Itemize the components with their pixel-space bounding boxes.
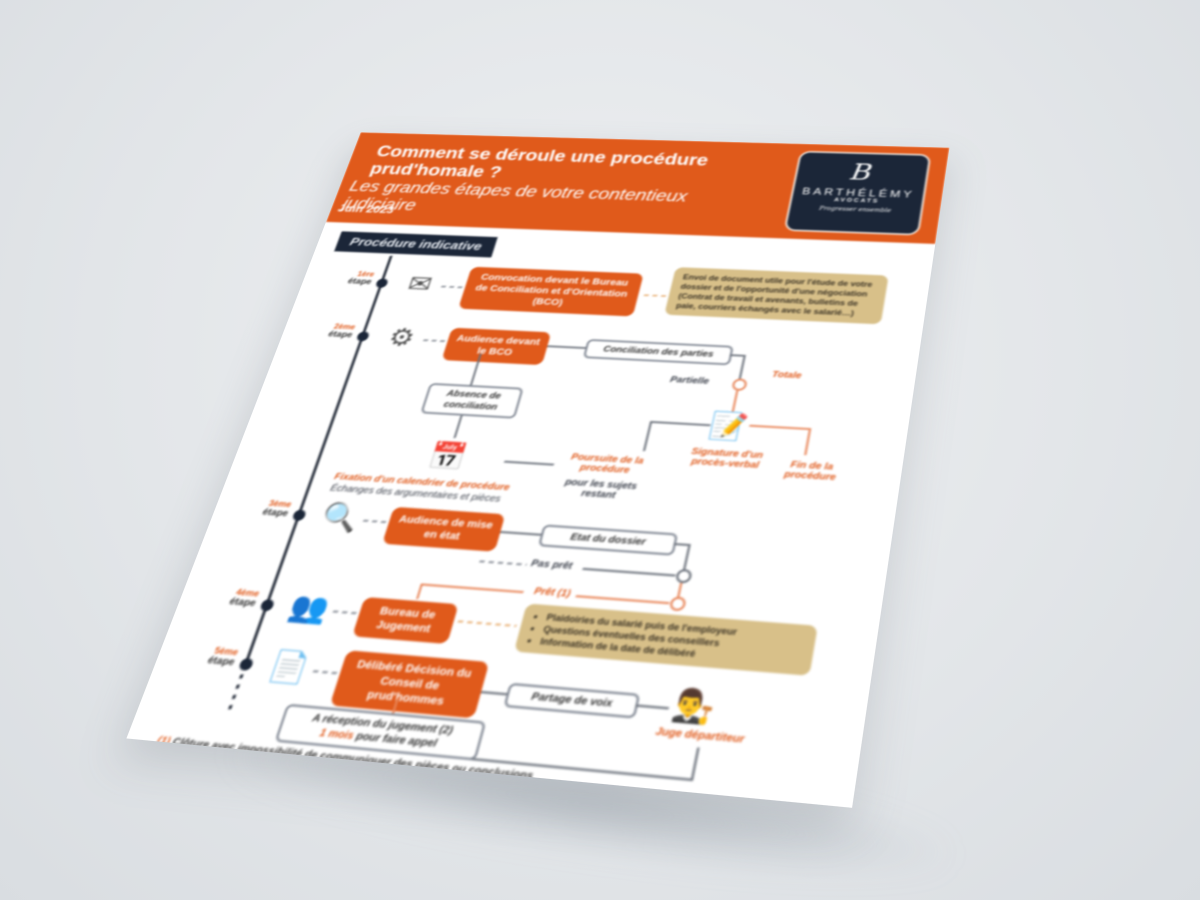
- note-connector: [643, 294, 668, 297]
- timeline-dot: [355, 331, 371, 342]
- label-poursuite: Poursuite de la procédure: [569, 452, 645, 476]
- connector: [500, 531, 542, 536]
- envelope-icon: ✉: [404, 271, 436, 298]
- connector: [582, 567, 676, 577]
- branch-partage-voix: Partage de voix: [503, 682, 641, 719]
- signed-document-icon: 📝: [706, 411, 751, 443]
- branch-node: [668, 596, 687, 612]
- reception-delay: 1 mois: [317, 727, 356, 743]
- step-label: 1ère étape: [325, 269, 375, 287]
- logo-tagline: Progresser ensemble: [818, 205, 892, 214]
- step-box-delibere: Délibéré Décision du Conseil de prud'hom…: [329, 650, 490, 719]
- footnote-number: (1): [155, 735, 172, 748]
- step-label: 4ème étape: [204, 585, 261, 609]
- footnote-number: (2): [149, 749, 167, 763]
- step-label: 3ème étape: [238, 497, 293, 519]
- branch-node: [731, 378, 748, 392]
- arrow-right: [635, 704, 669, 710]
- note-documents: Envoi de document utile pour l'étude de …: [664, 267, 889, 325]
- step-word: étape: [205, 655, 237, 669]
- timeline-dotted-end: [225, 664, 248, 716]
- step-label: 5ème étape: [182, 643, 240, 668]
- timeline-dot: [259, 598, 276, 612]
- connector: [738, 354, 746, 381]
- label-pas-pret: Pas prêt: [529, 558, 574, 572]
- step-word: étape: [346, 277, 373, 287]
- connector: [649, 420, 711, 427]
- document-icon: 📄: [264, 649, 314, 687]
- step-label: 2ème étape: [305, 321, 357, 340]
- branch-conciliation: Conciliation des parties: [582, 339, 734, 366]
- flyer-sheet: Comment se déroule une procédure prud'ho…: [126, 132, 950, 808]
- gear-icon: ⚙: [384, 324, 419, 352]
- connector: [423, 339, 446, 343]
- label-fin-procedure: Fin de la procédure: [783, 459, 837, 483]
- connector: [416, 583, 423, 600]
- connector: [479, 560, 527, 566]
- connector: [362, 519, 388, 524]
- connector: [547, 345, 586, 349]
- branch-etat-dossier: Etat du dossier: [537, 524, 679, 556]
- brand-logo: B BARTHÉLÉMY AVOCATS Progresser ensemble: [783, 150, 932, 236]
- calendar-icon: 📅: [424, 441, 471, 473]
- timeline-dot: [291, 509, 308, 522]
- branch-node: [674, 568, 693, 584]
- connector: [804, 428, 812, 456]
- note-connector: [457, 620, 517, 627]
- connector: [575, 595, 670, 605]
- timeline-dot: [374, 278, 389, 289]
- branch-absence-conciliation: Absence de conciliation: [420, 382, 524, 419]
- connector: [420, 583, 524, 594]
- connector: [749, 424, 812, 431]
- label-pret: Prêt (1): [532, 586, 572, 600]
- timeline-dot: [237, 657, 255, 671]
- connector: [690, 747, 700, 782]
- arrow-left: [503, 460, 555, 466]
- section-label: Procédure indicative: [334, 231, 498, 258]
- label-partielle: Partielle: [669, 375, 710, 387]
- step-box-convocation: Convocation devant le Bureau de Concilia…: [458, 266, 644, 317]
- label-sujets-restant: pour les sujets restant: [563, 477, 638, 501]
- step-word: étape: [227, 596, 258, 610]
- step-word: étape: [260, 507, 290, 519]
- step-box-bureau-jugement: Bureau de Jugement: [352, 596, 459, 645]
- label-juge-departiteur: Juge départiteur: [654, 725, 746, 746]
- connector: [642, 420, 653, 452]
- connector: [312, 670, 339, 675]
- step-box-audience-bco: Audience devant le BCO: [441, 327, 552, 366]
- connector: [441, 285, 464, 289]
- header-banner: Comment se déroule une procédure prud'ho…: [325, 132, 950, 244]
- logo-monogram: B: [848, 159, 875, 186]
- connector: [480, 691, 508, 696]
- publication-date: Juin 2023: [336, 201, 396, 216]
- label-signature-pv: Signature d'un procès-verbal: [690, 446, 764, 471]
- note-plaidoiries: Plaidoiries du salarié puis de l'employe…: [513, 603, 818, 676]
- step-word: étape: [326, 329, 354, 340]
- connector: [332, 610, 358, 615]
- judge-icon: 👨‍⚖️: [669, 687, 719, 727]
- magnifier-icon: 🔍: [316, 501, 364, 535]
- label-totale: Totale: [771, 370, 803, 381]
- people-group-icon: 👥: [285, 590, 334, 626]
- step-box-mise-en-etat: Audience de mise en état: [381, 506, 506, 552]
- connector: [731, 390, 739, 414]
- connector: [453, 415, 463, 439]
